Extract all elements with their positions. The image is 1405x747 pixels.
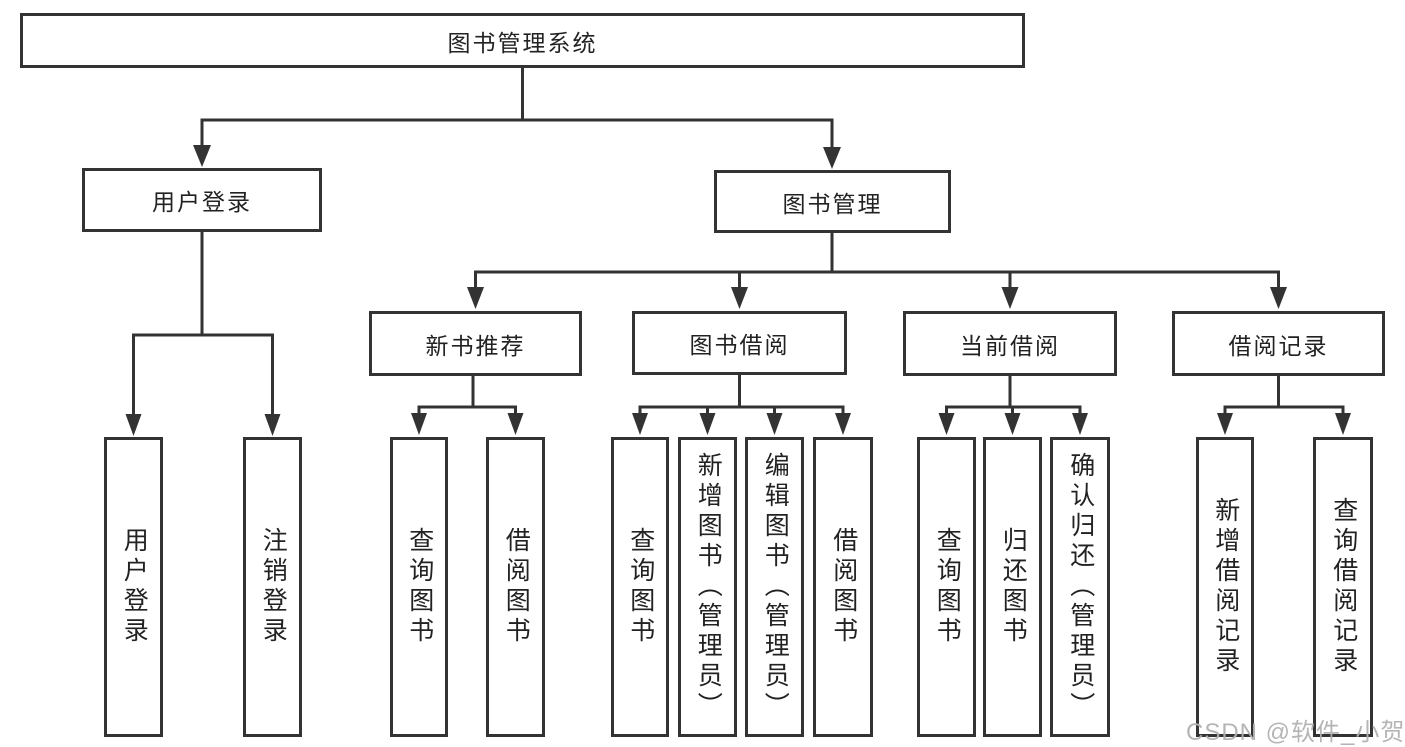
leaf-borrow-books-newbooks: 借阅图书 (486, 437, 545, 737)
leaf-return-books: 归还图书 (983, 437, 1042, 737)
leaf-query-books-current: 查询图书 (917, 437, 976, 737)
leaf-query-books-newbooks: 查询图书 (390, 437, 448, 737)
leaf-label: 用户登录 (120, 527, 149, 647)
leaf-add-books-admin: 新增图书（管理员） (678, 437, 737, 737)
leaf-label: 查询图书 (626, 527, 655, 647)
edge-currentborrow-to-leaves (938, 374, 1088, 435)
leaf-label: 借阅图书 (829, 527, 858, 647)
node-current-borrow: 当前借阅 (903, 311, 1117, 376)
edge-newbooks-to-leaves (411, 374, 524, 435)
leaf-label: 借阅图书 (502, 527, 531, 647)
leaf-confirm-return-admin: 确认归还（管理员） (1050, 437, 1110, 737)
leaf-borrow-books: 借阅图书 (813, 437, 873, 737)
leaf-logout: 注销登录 (243, 437, 302, 737)
edge-borrowrecords-to-leaves (1217, 374, 1351, 435)
leaf-user-login: 用户登录 (104, 437, 163, 737)
leaf-query-borrow-record: 查询借阅记录 (1313, 437, 1373, 737)
leaf-add-borrow-record: 新增借阅记录 (1196, 437, 1254, 737)
leaf-label: 归还图书 (999, 527, 1028, 647)
watermark: CSDN @软件_小贺同学 (1186, 719, 1405, 746)
edge-bookmgmt-to-level3 (467, 231, 1287, 309)
node-new-book-recommend: 新书推荐 (369, 311, 582, 376)
node-user-login: 用户登录 (82, 168, 322, 232)
leaf-query-books-borrow: 查询图书 (611, 437, 669, 737)
leaf-label: 查询借阅记录 (1329, 497, 1358, 677)
leaf-label: 新增图书（管理员） (694, 452, 723, 722)
leaf-label: 查询图书 (933, 527, 962, 647)
leaf-label: 新增借阅记录 (1211, 497, 1240, 677)
leaf-edit-books-admin: 编辑图书（管理员） (745, 437, 804, 737)
node-borrow-records: 借阅记录 (1172, 311, 1385, 376)
node-book-borrow: 图书借阅 (632, 311, 847, 375)
edge-bookborrow-to-leaves (632, 373, 851, 435)
leaf-label: 确认归还（管理员） (1066, 452, 1095, 722)
edge-root-to-level2 (193, 66, 841, 169)
edge-userlogin-to-leaves (125, 230, 281, 436)
node-root: 图书管理系统 (20, 13, 1025, 68)
node-book-management: 图书管理 (714, 170, 951, 233)
leaf-label: 查询图书 (405, 527, 434, 647)
leaf-label: 编辑图书（管理员） (761, 452, 790, 722)
leaf-label: 注销登录 (259, 527, 288, 647)
